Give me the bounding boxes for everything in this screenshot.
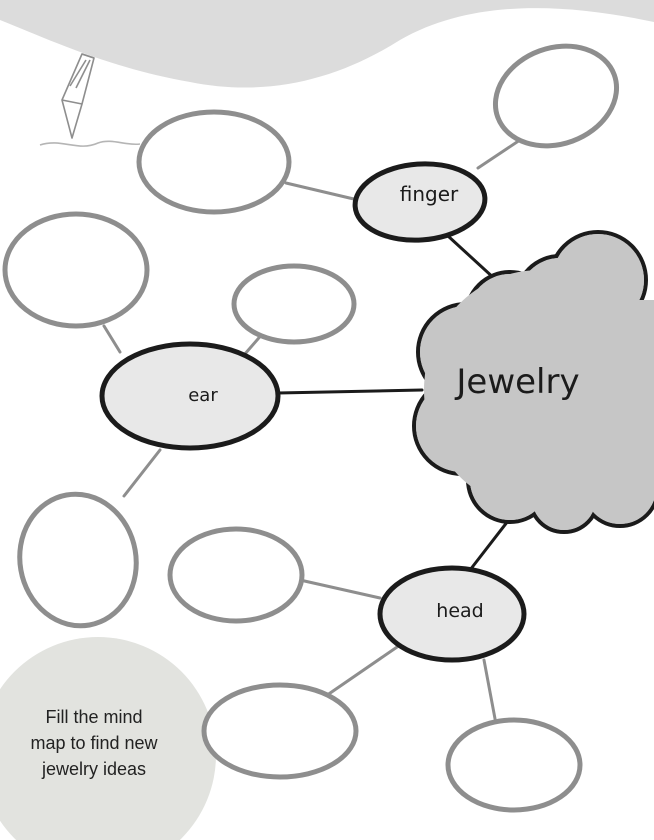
connector-head-node [318, 643, 402, 702]
blank-node[interactable] [201, 682, 359, 780]
connector-ear-node [122, 448, 162, 498]
blank-nodes [2, 30, 630, 813]
connector-head-node [298, 578, 382, 600]
connector-head-node [482, 658, 498, 726]
instruction-line: Fill the mind [45, 707, 143, 727]
connector-finger-node [476, 138, 522, 170]
topic-node-ear: ear [99, 341, 281, 451]
connector-finger-node [284, 181, 360, 202]
blank-node[interactable] [481, 30, 630, 163]
topic-label-head: head [436, 600, 483, 622]
center-label: Jewelry [454, 362, 579, 402]
connector-ear-center [276, 388, 424, 395]
blank-node[interactable] [167, 526, 305, 624]
blank-node[interactable] [136, 109, 292, 215]
blank-node[interactable] [9, 485, 146, 635]
connector-ear-node [102, 324, 122, 354]
blank-node[interactable] [445, 717, 583, 813]
blank-node[interactable] [2, 211, 150, 329]
connector-finger-center [446, 234, 498, 282]
instruction-line: map to find new [30, 733, 158, 753]
pencil-icon [39, 53, 141, 147]
instruction-circle [0, 637, 216, 840]
center-cloud: Jewelry [412, 230, 654, 534]
top-wave-banner [0, 0, 654, 88]
blank-node[interactable] [231, 263, 357, 345]
topic-node-head: head [377, 565, 527, 663]
instruction-line: jewelry ideas [41, 759, 147, 779]
topic-label-finger: finger [400, 182, 459, 206]
instruction-text: Fill the mind map to find new jewelry id… [8, 704, 180, 782]
topic-node-finger: finger [352, 161, 488, 243]
topic-label-ear: ear [188, 385, 218, 406]
